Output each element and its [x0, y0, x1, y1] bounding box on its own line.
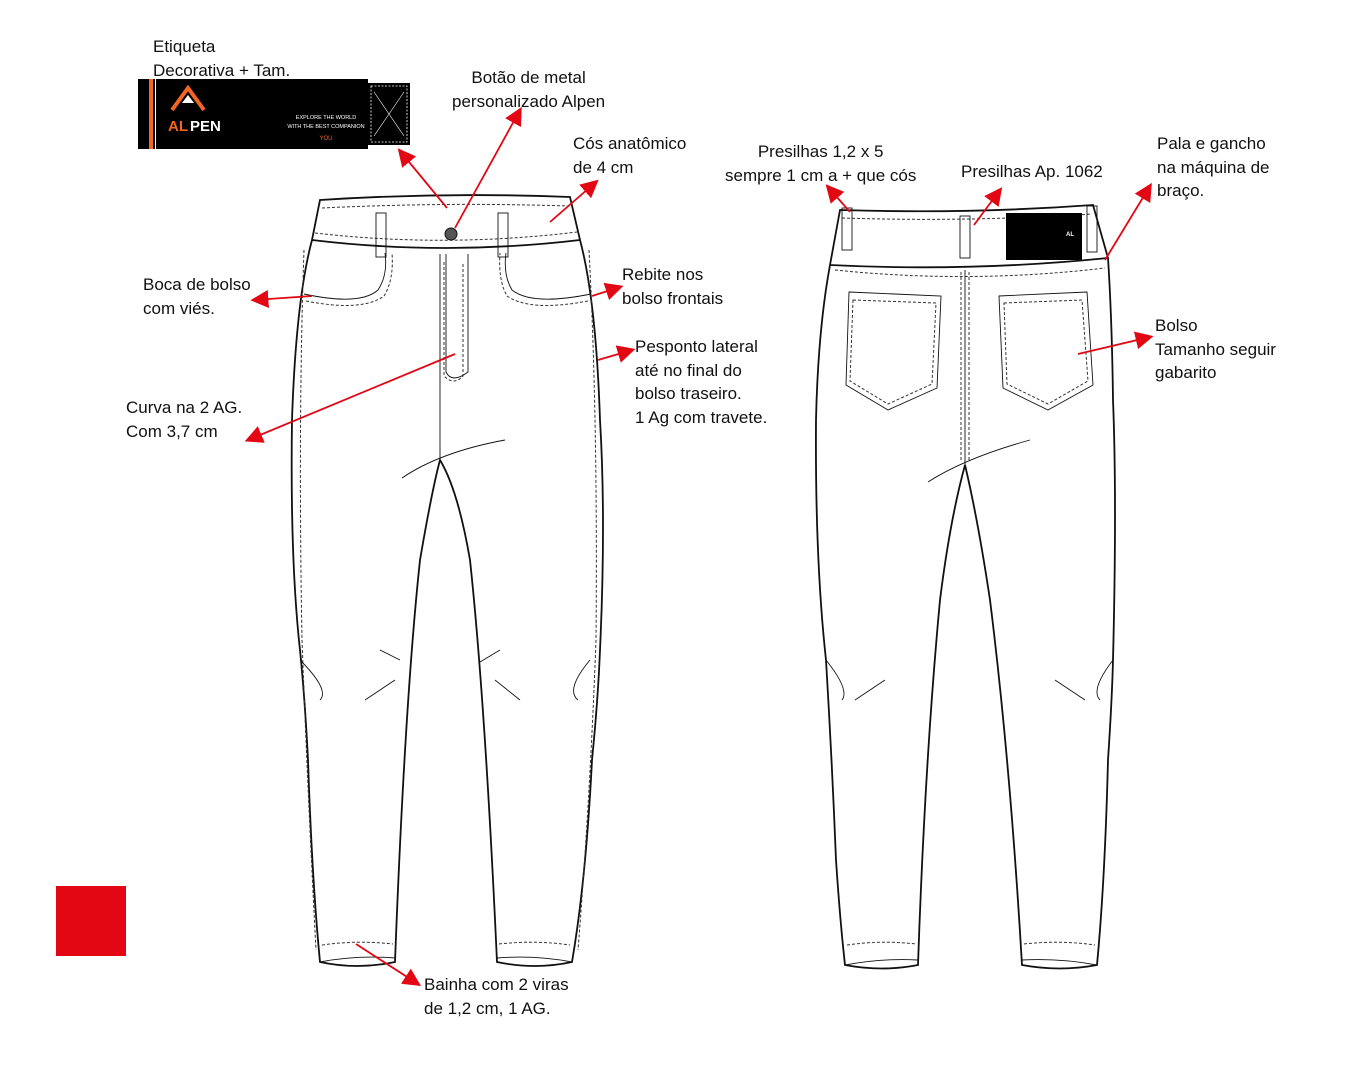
svg-text:YOU: YOU	[319, 136, 332, 142]
note-curva: Curva na 2 AG.Com 3,7 cm	[126, 398, 243, 441]
svg-text:EXPLORE THE WORLD: EXPLORE THE WORLD	[296, 115, 356, 121]
svg-text:AL: AL	[168, 118, 188, 135]
decorative-label: AL PEN EXPLORE THE WORLD WITH THE BEST C…	[138, 79, 410, 149]
front-view	[290, 194, 604, 967]
back-view: AL	[815, 204, 1116, 970]
svg-text:AL: AL	[1066, 232, 1074, 238]
svg-text:WITH THE BEST COMPANION: WITH THE BEST COMPANION	[287, 124, 364, 130]
color-swatch-red	[56, 886, 126, 956]
note-cos: Cós anatômico de 4 cm	[573, 134, 687, 177]
annotation-arrows	[244, 106, 1154, 986]
note-presilhas-ap: Presilhas Ap. 1062	[961, 162, 1103, 181]
svg-text:PEN: PEN	[190, 118, 221, 135]
